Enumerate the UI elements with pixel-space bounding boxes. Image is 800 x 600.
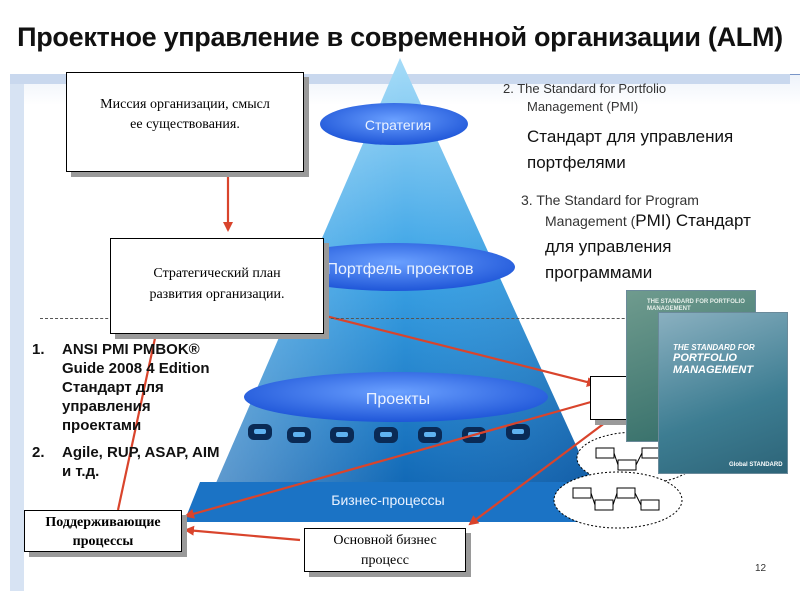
list-item-line: управления: [62, 398, 151, 415]
standard-program-line2: Management (PMI) Стандарт: [545, 208, 751, 234]
list-item: 1. ANSI PMI PMBOK® Guide 2008 4 Edition …: [32, 340, 262, 435]
standard-portfolio-ru: Стандарт для управления портфелями: [527, 124, 733, 176]
page-number: 12: [755, 563, 767, 574]
portfolio-book-back-title: THE STANDARD FOR PORTFOLIO MANAGEMENT: [647, 299, 745, 312]
support-to-plan-arrow: [116, 313, 164, 511]
standard-program-ru-line2: программами: [545, 263, 653, 282]
list-item-line: и т.д.: [62, 463, 100, 480]
mission-text-line1: Миссия организации, смысл: [100, 97, 270, 112]
standard-program-line2b: PMI: [635, 211, 666, 230]
standard-program-line2a: Management (: [545, 213, 636, 229]
pyramid-base: [184, 482, 626, 522]
standard-portfolio-line2: Management (PMI): [527, 99, 639, 114]
supporting-line1: Поддерживающие: [45, 515, 161, 530]
standard-program-line2c: ) Стандарт: [665, 211, 751, 230]
programs-to-core-arrow: [468, 409, 623, 526]
mission-box: Миссия организации, смысл ее существован…: [66, 72, 304, 172]
portfolio-label: Портфель проектов: [326, 261, 473, 278]
strategic-plan-box: Стратегический план развития организации…: [110, 238, 324, 334]
core-business-line2: процесс: [361, 553, 409, 568]
core-business-box: Основной бизнес процесс: [304, 528, 466, 572]
portfolio-book-front-line2: PORTFOLIO: [673, 352, 737, 364]
list-item-line: Agile, RUP, ASAP, AIM: [62, 444, 220, 461]
list-item: 2. Agile, RUP, ASAP, AIM и т.д.: [32, 443, 262, 481]
dashed-divider: [40, 318, 740, 319]
list-item-line: ANSI PMI PMBOK®: [62, 341, 200, 358]
page-title: Проектное управление в современной орган…: [17, 22, 783, 52]
portfolio-book-front-brand: Global STANDARD: [729, 462, 783, 468]
business-processes-label: Бизнес-процессы: [331, 492, 444, 508]
strategic-plan-line1: Стратегический план: [153, 266, 281, 281]
core-to-support-arrow: [184, 525, 301, 542]
standard-program-block: Management (PMI) Стандарт для управления…: [545, 208, 751, 286]
mission-text-line2: ее существования.: [130, 117, 240, 132]
projects-label: Проекты: [366, 391, 430, 408]
standard-portfolio-ru-line1: Стандарт для управления: [527, 127, 734, 146]
core-business-line1: Основной бизнес: [333, 533, 437, 548]
strategic-plan-line2: развития организации.: [149, 287, 285, 302]
standards-list: 1. ANSI PMI PMBOK® Guide 2008 4 Edition …: [32, 340, 262, 489]
supporting-processes-box: Поддерживающие процессы: [24, 510, 182, 552]
portfolio-book-front: THE STANDARD FOR PORTFOLIO MANAGEMENT Gl…: [658, 312, 788, 474]
standard-program-ru-line1: для управления: [545, 237, 672, 256]
strategy-label: Стратегия: [365, 117, 431, 133]
portfolio-ellipse: [275, 243, 515, 291]
standard-portfolio-line1: 2. The Standard for Portfolio: [503, 81, 667, 96]
process-map-2: [553, 471, 683, 529]
standard-program-line1: 3. The Standard for Program: [521, 192, 699, 208]
standard-program-title: 3. The Standard for Program: [521, 187, 699, 213]
list-item-number: 1.: [32, 341, 45, 358]
programs-to-support-arrow: [184, 398, 599, 519]
standard-portfolio-ru-line2: портфелями: [527, 153, 626, 172]
plan-to-programs-arrow: [269, 300, 597, 387]
portfolio-book-front-line1: THE STANDARD FOR: [673, 343, 755, 352]
standard-portfolio-title: 2. The Standard for Portfolio Management…: [503, 80, 666, 116]
list-item-number: 2.: [32, 444, 45, 461]
list-item-line: проектами: [62, 417, 142, 434]
list-item-line: Guide 2008 4 Edition: [62, 360, 210, 377]
list-item-line: Стандарт для: [62, 379, 164, 396]
strategy-ellipse: [320, 103, 468, 145]
supporting-line2: процессы: [72, 534, 134, 549]
portfolio-book-front-line3: MANAGEMENT: [673, 364, 754, 376]
projects-ellipse: [244, 372, 548, 422]
